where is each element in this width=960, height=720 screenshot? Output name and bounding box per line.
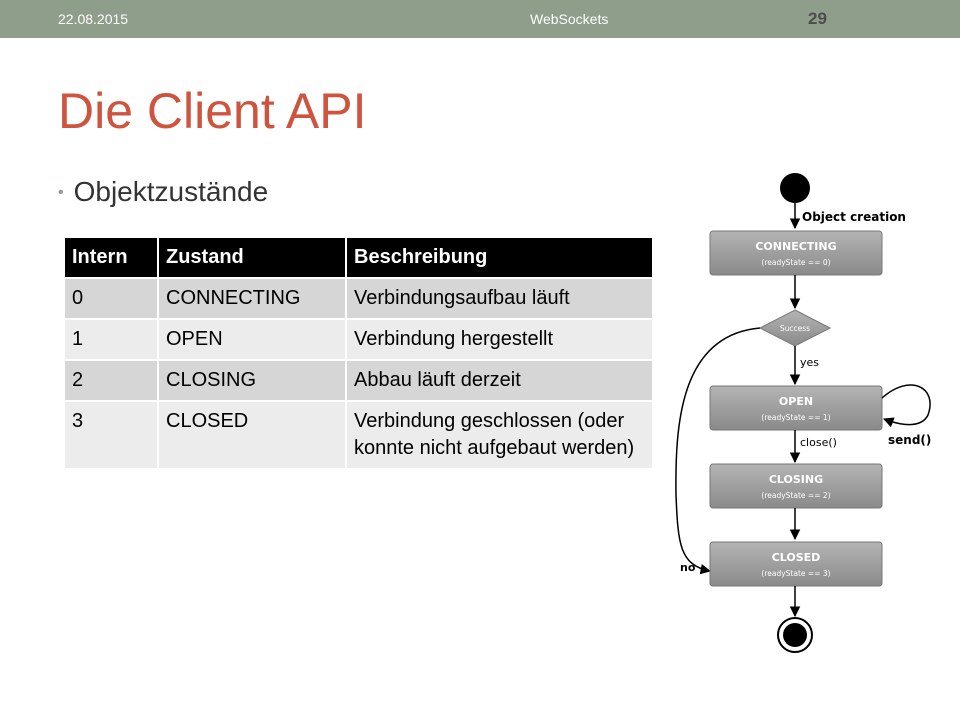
state-connecting-sub: (readyState == 0) [761,258,830,267]
label-object-creation: Object creation [802,210,906,224]
state-closed: CLOSED (readyState == 3) [709,541,883,587]
state-open: OPEN (readyState == 1) [709,385,883,431]
state-open-sub: (readyState == 1) [761,413,830,422]
state-closing-sub: (readyState == 2) [761,491,830,500]
cell-beschreibung: Verbindungsaufbau läuft [346,277,654,319]
cell-intern: 0 [65,277,159,319]
table-row: 1 OPEN Verbindung hergestellt [65,318,654,360]
bullet-dot-icon: • [58,184,64,201]
state-open-name: OPEN [779,395,813,408]
cell-beschreibung: Verbindung hergestellt [346,318,654,360]
table-row: 3 CLOSED Verbindung geschlossen (oder ko… [65,400,654,468]
table-row: 2 CLOSING Abbau läuft derzeit [65,359,654,401]
cell-intern: 3 [65,400,159,468]
states-table: Intern Zustand Beschreibung 0 CONNECTING… [65,238,654,468]
header-zustand: Zustand [158,238,347,278]
cell-beschreibung: Verbindung geschlossen (oder konnte nich… [346,400,654,468]
state-connecting-name: CONNECTING [755,240,836,253]
cell-zustand: CLOSING [158,359,347,401]
state-closed-name: CLOSED [772,551,821,564]
slide-title: Die Client API [58,83,367,139]
bullet-text: Objektzustände [73,176,269,207]
cell-beschreibung: Abbau läuft derzeit [346,359,654,401]
end-node-icon [777,617,813,653]
table-header-row: Intern Zustand Beschreibung [65,238,654,278]
arrow-send-loop [881,384,931,428]
header-title: WebSockets [530,11,609,27]
cell-zustand: OPEN [158,318,347,360]
label-yes: yes [800,356,819,369]
decision-success: Success [758,309,832,347]
decision-label: Success [780,324,810,333]
header-beschreibung: Beschreibung [346,238,654,278]
bullet-item: • Objektzustände [58,176,268,208]
state-closed-sub: (readyState == 3) [761,569,830,578]
state-connecting: CONNECTING (readyState == 0) [709,230,883,276]
state-closing: CLOSING (readyState == 2) [709,463,883,509]
cell-zustand: CLOSED [158,400,347,468]
header-date: 22.08.2015 [58,11,129,27]
table-row: 0 CONNECTING Verbindungsaufbau läuft [65,277,654,319]
cell-intern: 2 [65,359,159,401]
arrow-no [675,327,761,575]
header-intern: Intern [65,238,159,278]
cell-zustand: CONNECTING [158,277,347,319]
cell-intern: 1 [65,318,159,360]
label-send: send() [888,433,931,447]
state-closing-name: CLOSING [769,473,823,486]
label-close: close() [800,436,837,449]
page-number: 29 [808,9,827,28]
start-node-icon [780,173,810,203]
header-bar: 22.08.2015 WebSockets 29 [0,0,960,38]
state-diagram: Object creation CONNECTING (readyState =… [675,173,931,653]
label-no: no [680,561,696,574]
